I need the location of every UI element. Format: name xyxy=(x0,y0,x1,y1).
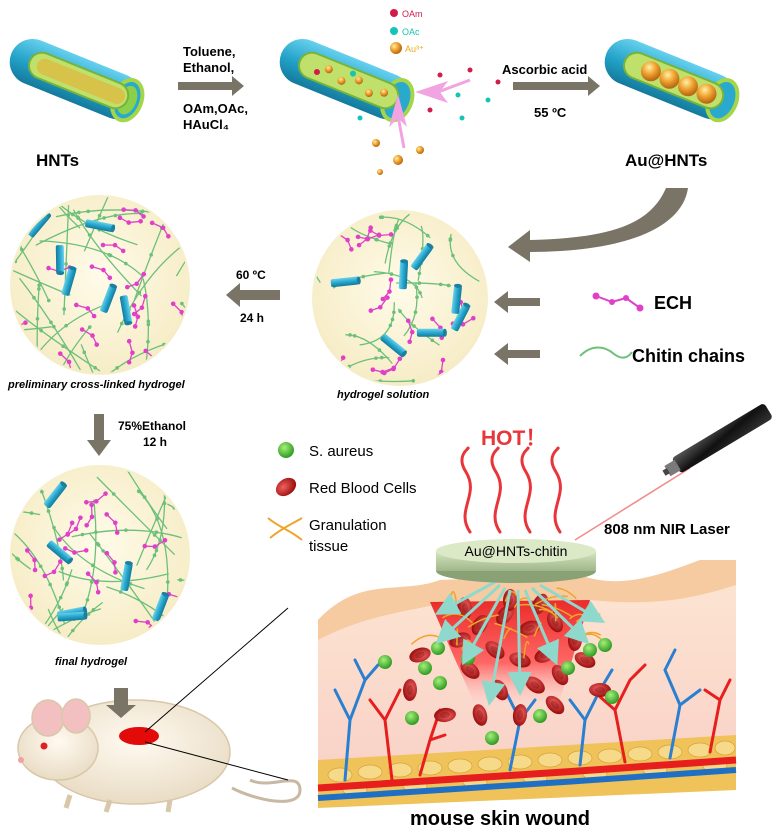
chitin-legend-icon xyxy=(580,348,632,358)
s-aureus-cell xyxy=(418,661,432,675)
au-hnt-particle xyxy=(56,245,65,275)
au-hnt-label: Au@HNTs xyxy=(625,151,707,170)
reagent-ethanol: Ethanol, xyxy=(183,60,234,75)
chitin-chain xyxy=(0,522,10,623)
hydrogel-solution-circle xyxy=(290,184,488,402)
hnt-raw xyxy=(3,32,151,127)
ethanol-step: 75%Ethanol xyxy=(118,419,186,433)
component-legend: ECH Chitin chains xyxy=(494,291,745,366)
chitin-chain xyxy=(181,302,249,388)
s-aureus-cell xyxy=(533,709,547,723)
granulation-fiber xyxy=(457,629,458,646)
chitin-chain xyxy=(0,426,11,502)
au-hnt-chitin-patch: Au@HNTs-chitin xyxy=(436,539,596,583)
reagent-oam-oac: OAm,OAc, xyxy=(183,101,248,116)
wound-legend: S. aureus Red Blood Cells Granulation ti… xyxy=(268,442,417,555)
s-aureus-cell xyxy=(431,641,445,655)
crosslink-time: 24 h xyxy=(240,311,264,325)
bacteria-legend-icon xyxy=(278,442,294,458)
chitin-chain xyxy=(302,184,317,237)
reduction-agent: Ascorbic acid xyxy=(502,62,587,77)
preliminary-hydrogel-label: preliminary cross-linked hydrogel xyxy=(7,379,186,391)
laser-label: 808 nm NIR Laser xyxy=(604,521,730,538)
ech-linker xyxy=(151,628,165,644)
oam-swatch-icon xyxy=(390,9,398,17)
reagent-haucl4: HAuCl₄ xyxy=(183,117,229,132)
crosslink-arrow xyxy=(226,283,280,307)
reduction-temperature: 55 ºC xyxy=(534,105,567,120)
nir-laser-icon xyxy=(575,403,773,540)
oam-legend-label: OAm xyxy=(402,9,423,19)
crosslink-temperature: 60 ºC xyxy=(236,268,266,282)
s-aureus-cell xyxy=(378,655,392,669)
chitin-chain xyxy=(1,109,17,218)
mouse-wound-icon xyxy=(119,727,159,745)
oac-legend-label: OAc xyxy=(402,27,420,37)
s-aureus-cell xyxy=(561,661,575,675)
s-aureus-cell xyxy=(583,643,597,657)
s-aureus-cell xyxy=(605,690,619,704)
oac-swatch-icon xyxy=(390,27,398,35)
bacteria-legend-label: S. aureus xyxy=(309,443,373,460)
ethanol-arrow xyxy=(87,414,111,456)
au-hnt-product xyxy=(598,32,746,127)
hot-label: HOT！ xyxy=(481,427,546,450)
rbc-legend-icon xyxy=(272,474,299,500)
s-aureus-cell xyxy=(405,711,419,725)
ethanol-time: 12 h xyxy=(143,435,167,449)
s-aureus-cell xyxy=(485,731,499,745)
chitin-chain xyxy=(177,557,285,580)
s-aureus-cell xyxy=(598,638,612,652)
mouse-illustration xyxy=(18,688,300,812)
au-legend-label: Au³⁺ xyxy=(405,44,424,54)
chitin-legend-label: Chitin chains xyxy=(632,346,745,366)
granulation-legend-label-1: Granulation xyxy=(309,517,387,534)
chitin-chain xyxy=(187,513,290,552)
rbc-legend-label: Red Blood Cells xyxy=(309,480,417,497)
au-swatch-icon xyxy=(390,42,402,54)
heat-wave-icon xyxy=(462,448,561,532)
precursor-legend: OAm OAc Au³⁺ xyxy=(390,9,424,54)
chitin-chain xyxy=(167,225,277,236)
wound-title: mouse skin wound xyxy=(410,808,590,830)
curved-arrow xyxy=(508,188,688,262)
ech-legend-label: ECH xyxy=(654,293,692,313)
reagent-toluene: Toluene, xyxy=(183,44,235,59)
final-hydrogel-circle xyxy=(0,423,290,701)
hydrogel-solution-label: hydrogel solution xyxy=(337,389,430,401)
au-hnt-particle xyxy=(399,259,409,289)
granulation-legend-label-2: tissue xyxy=(309,538,348,555)
ech-legend-icon xyxy=(593,293,644,312)
au-hnt-particle xyxy=(417,329,447,337)
ech-linker xyxy=(23,481,43,489)
patch-label: Au@HNTs-chitin xyxy=(465,543,568,559)
chitin-chain xyxy=(0,423,39,482)
granulation-legend-icon xyxy=(268,518,302,540)
final-hydrogel-label: final hydrogel xyxy=(55,656,128,668)
s-aureus-cell xyxy=(433,676,447,690)
chitin-chain xyxy=(290,384,342,402)
hnt-label: HNTs xyxy=(36,151,79,170)
